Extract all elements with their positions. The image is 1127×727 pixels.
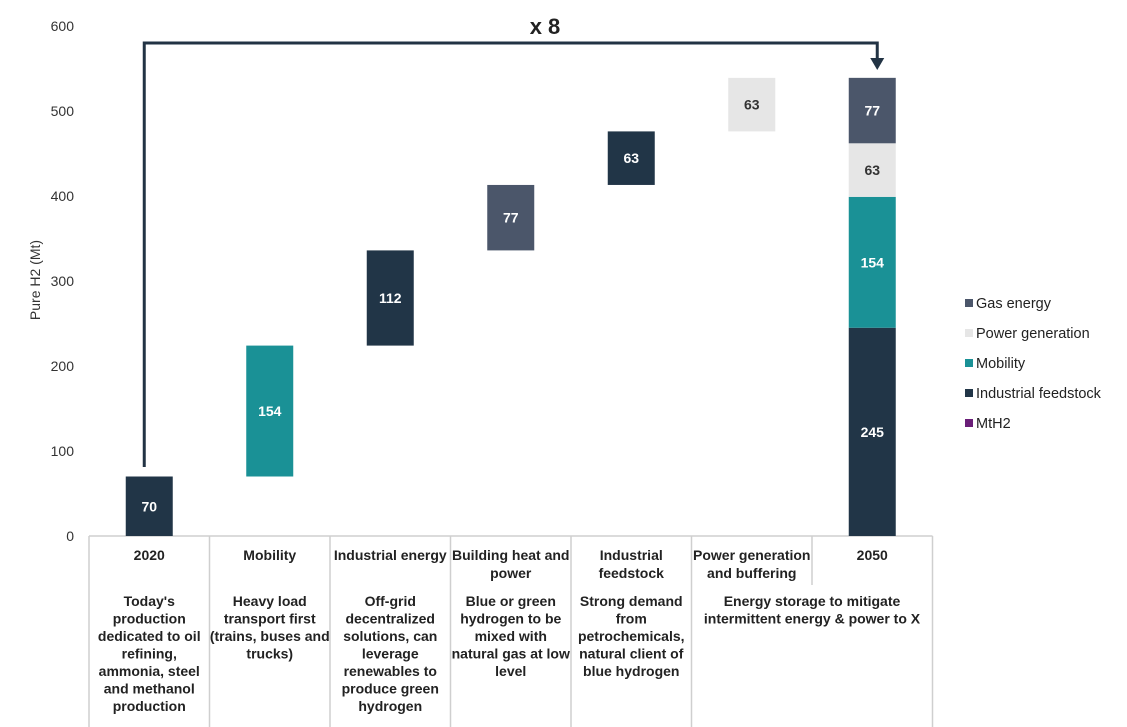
category-label: Industrial energy (334, 547, 447, 563)
category-label: 2020 (134, 547, 165, 563)
waterfall-bar (125, 476, 173, 536)
category-description: decentralized (346, 611, 435, 627)
bar-value-label: 63 (744, 97, 760, 113)
y-tick-label: 300 (51, 273, 75, 289)
merged-description: Energy storage to mitigate (724, 593, 901, 609)
category-label: Industrial (600, 547, 663, 563)
waterfall-bar (607, 131, 655, 185)
category-description: production (113, 698, 186, 714)
category-description: petrochemicals, (578, 628, 685, 644)
y-tick-label: 600 (51, 18, 75, 34)
waterfall-bar (487, 184, 535, 251)
multiplier-label: x 8 (530, 14, 561, 39)
y-tick-label: 200 (51, 358, 75, 374)
category-label: Mobility (243, 547, 296, 563)
category-label: 2050 (857, 547, 888, 563)
growth-bracket-line (142, 41, 879, 467)
category-description: blue hydrogen (583, 663, 679, 679)
category-description: leverage (362, 646, 419, 662)
stacked-bar-segment (848, 77, 896, 144)
stacked-segment-label: 154 (861, 254, 885, 270)
category-description: transport first (224, 611, 316, 627)
stacked-bar-segment (848, 143, 896, 197)
legend-swatch (965, 419, 973, 427)
legend-swatch (965, 329, 973, 337)
y-axis-title: Pure H2 (Mt) (27, 240, 43, 320)
bar-value-label: 63 (623, 150, 639, 166)
waterfall-bar (728, 77, 776, 132)
category-description: Today's (124, 593, 176, 609)
y-tick-label: 500 (51, 103, 75, 119)
stacked-bar-segment (848, 196, 896, 328)
category-label: Building heat and (452, 547, 569, 563)
legend-swatch (965, 299, 973, 307)
stacked-segment-label: 77 (864, 103, 880, 119)
category-label: power (490, 565, 532, 581)
category-description: Blue or green (466, 593, 556, 609)
category-description: (trains, buses and (210, 628, 330, 644)
stacked-bar-segment (848, 327, 896, 536)
category-description: level (495, 663, 526, 679)
category-description: ammonia, steel (99, 663, 200, 679)
y-tick-label: 0 (66, 528, 74, 544)
category-description: from (616, 611, 647, 627)
bar-value-label: 154 (258, 403, 282, 419)
legend-label: Power generation (976, 326, 1090, 342)
category-description: Heavy load (233, 593, 307, 609)
legend-swatch (965, 359, 973, 367)
waterfall-bar (246, 345, 294, 477)
legend-label: Mobility (976, 356, 1026, 372)
category-description: production (113, 611, 186, 627)
category-description: mixed with (475, 628, 547, 644)
category-description: dedicated to oil (98, 628, 201, 644)
y-tick-label: 100 (51, 443, 75, 459)
waterfall-bar (366, 250, 414, 346)
bar-value-label: 112 (379, 290, 402, 306)
category-label: feedstock (599, 565, 665, 581)
stacked-segment-label: 245 (861, 424, 885, 440)
category-label: and buffering (707, 565, 796, 581)
legend-label: Gas energy (976, 296, 1052, 312)
category-description: Off-grid (365, 593, 416, 609)
legend-swatch (965, 389, 973, 397)
category-description: produce green (342, 681, 439, 697)
category-description: refining, (122, 646, 177, 662)
category-description: Strong demand (580, 593, 683, 609)
category-label: Power generation (693, 547, 810, 563)
category-description: trucks) (246, 646, 293, 662)
category-description: natural client of (579, 646, 684, 662)
category-description: solutions, can (343, 628, 437, 644)
merged-description: intermittent energy & power to X (704, 611, 921, 627)
category-description: and methanol (104, 681, 195, 697)
legend-label: MtH2 (976, 416, 1011, 432)
category-description: natural gas at low (452, 646, 570, 662)
category-description: hydrogen (358, 698, 422, 714)
growth-arrow-head (870, 58, 885, 70)
bar-value-label: 77 (503, 210, 519, 226)
legend-label: Industrial feedstock (976, 386, 1102, 402)
stacked-segment-label: 63 (864, 162, 880, 178)
y-tick-label: 400 (51, 188, 75, 204)
bar-value-label: 70 (141, 498, 157, 514)
category-description: hydrogen to be (460, 611, 561, 627)
category-description: renewables to (344, 663, 437, 679)
